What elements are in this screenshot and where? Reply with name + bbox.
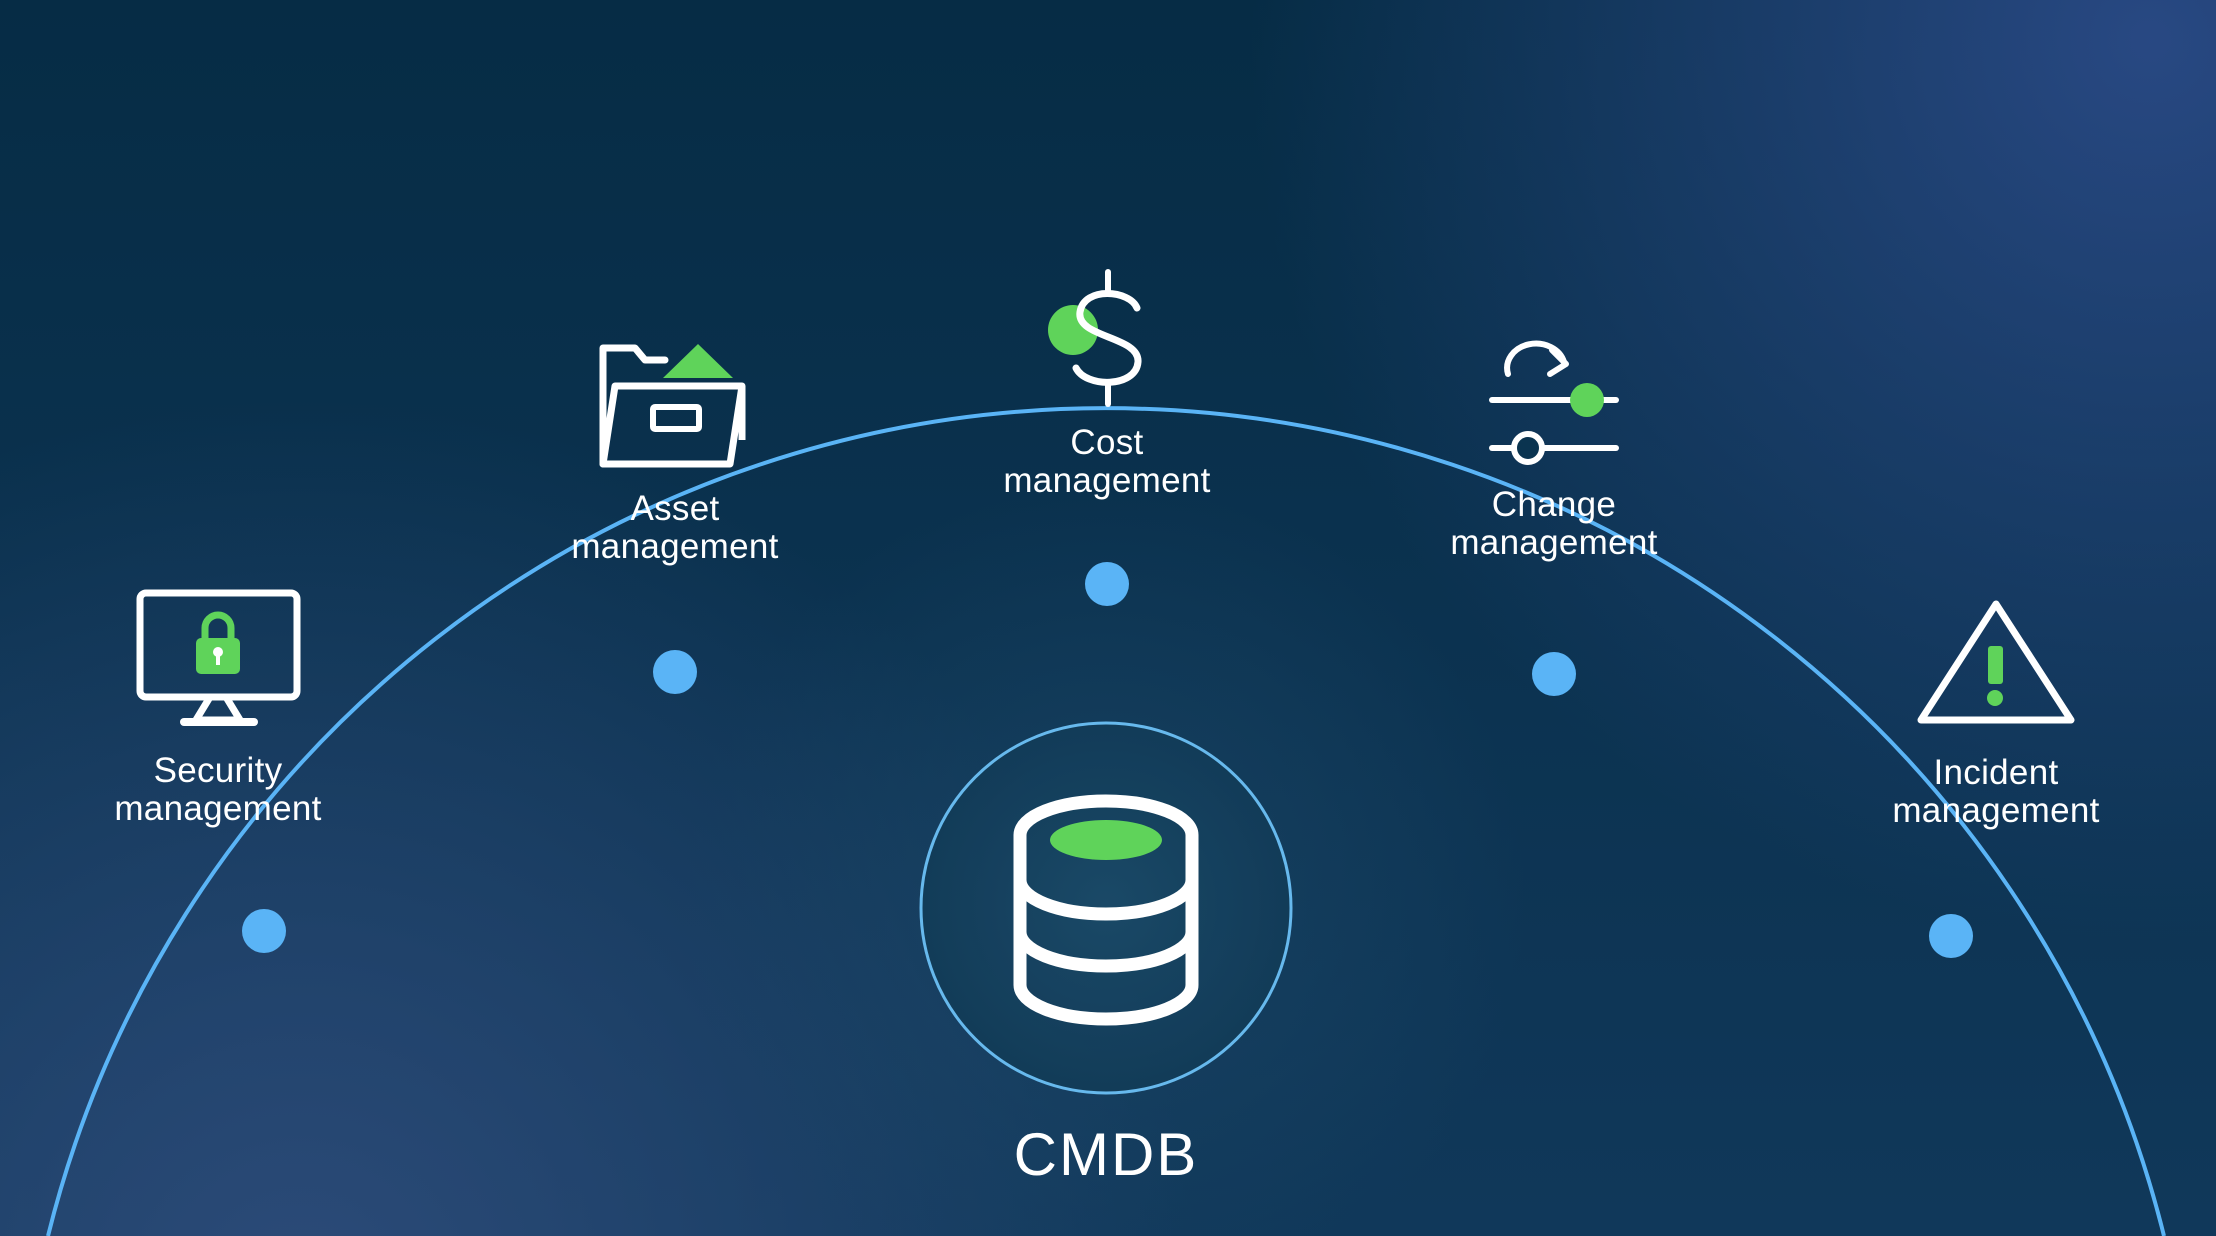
cost-label-line1: Cost bbox=[1070, 423, 1144, 462]
connection-arc bbox=[46, 406, 2166, 1236]
incident-label-line2: management bbox=[1892, 791, 2100, 830]
warning-icon bbox=[1917, 600, 2075, 724]
arc-node-incident bbox=[1929, 914, 1973, 958]
asset-label-line2: management bbox=[571, 527, 779, 566]
arc-node-security bbox=[242, 909, 286, 953]
monitor-lock-icon bbox=[136, 589, 301, 726]
change-management-label: Change management bbox=[1450, 486, 1657, 562]
arc-node-asset bbox=[653, 650, 697, 694]
security-label-line2: management bbox=[114, 789, 322, 828]
dollar-icon bbox=[1048, 269, 1142, 407]
asset-label-line1: Asset bbox=[630, 489, 720, 528]
database-icon bbox=[1013, 794, 1199, 1026]
security-label-line1: Security bbox=[153, 751, 283, 790]
arc-node-cost bbox=[1085, 562, 1129, 606]
change-label-line1: Change bbox=[1491, 485, 1617, 524]
security-management-label: Security management bbox=[114, 752, 321, 828]
asset-management-label: Asset management bbox=[571, 490, 778, 566]
folder-icon bbox=[599, 344, 746, 468]
sliders-icon bbox=[1489, 340, 1619, 465]
change-label-line2: management bbox=[1450, 523, 1658, 562]
arc-node-change bbox=[1532, 652, 1576, 696]
cmdb-label: CMDB bbox=[1013, 1121, 1199, 1188]
incident-management-label: Incident management bbox=[1892, 754, 2099, 830]
cost-management-label: Cost management bbox=[1003, 424, 1210, 500]
incident-label-line1: Incident bbox=[1933, 753, 2059, 792]
cost-label-line2: management bbox=[1003, 461, 1211, 500]
